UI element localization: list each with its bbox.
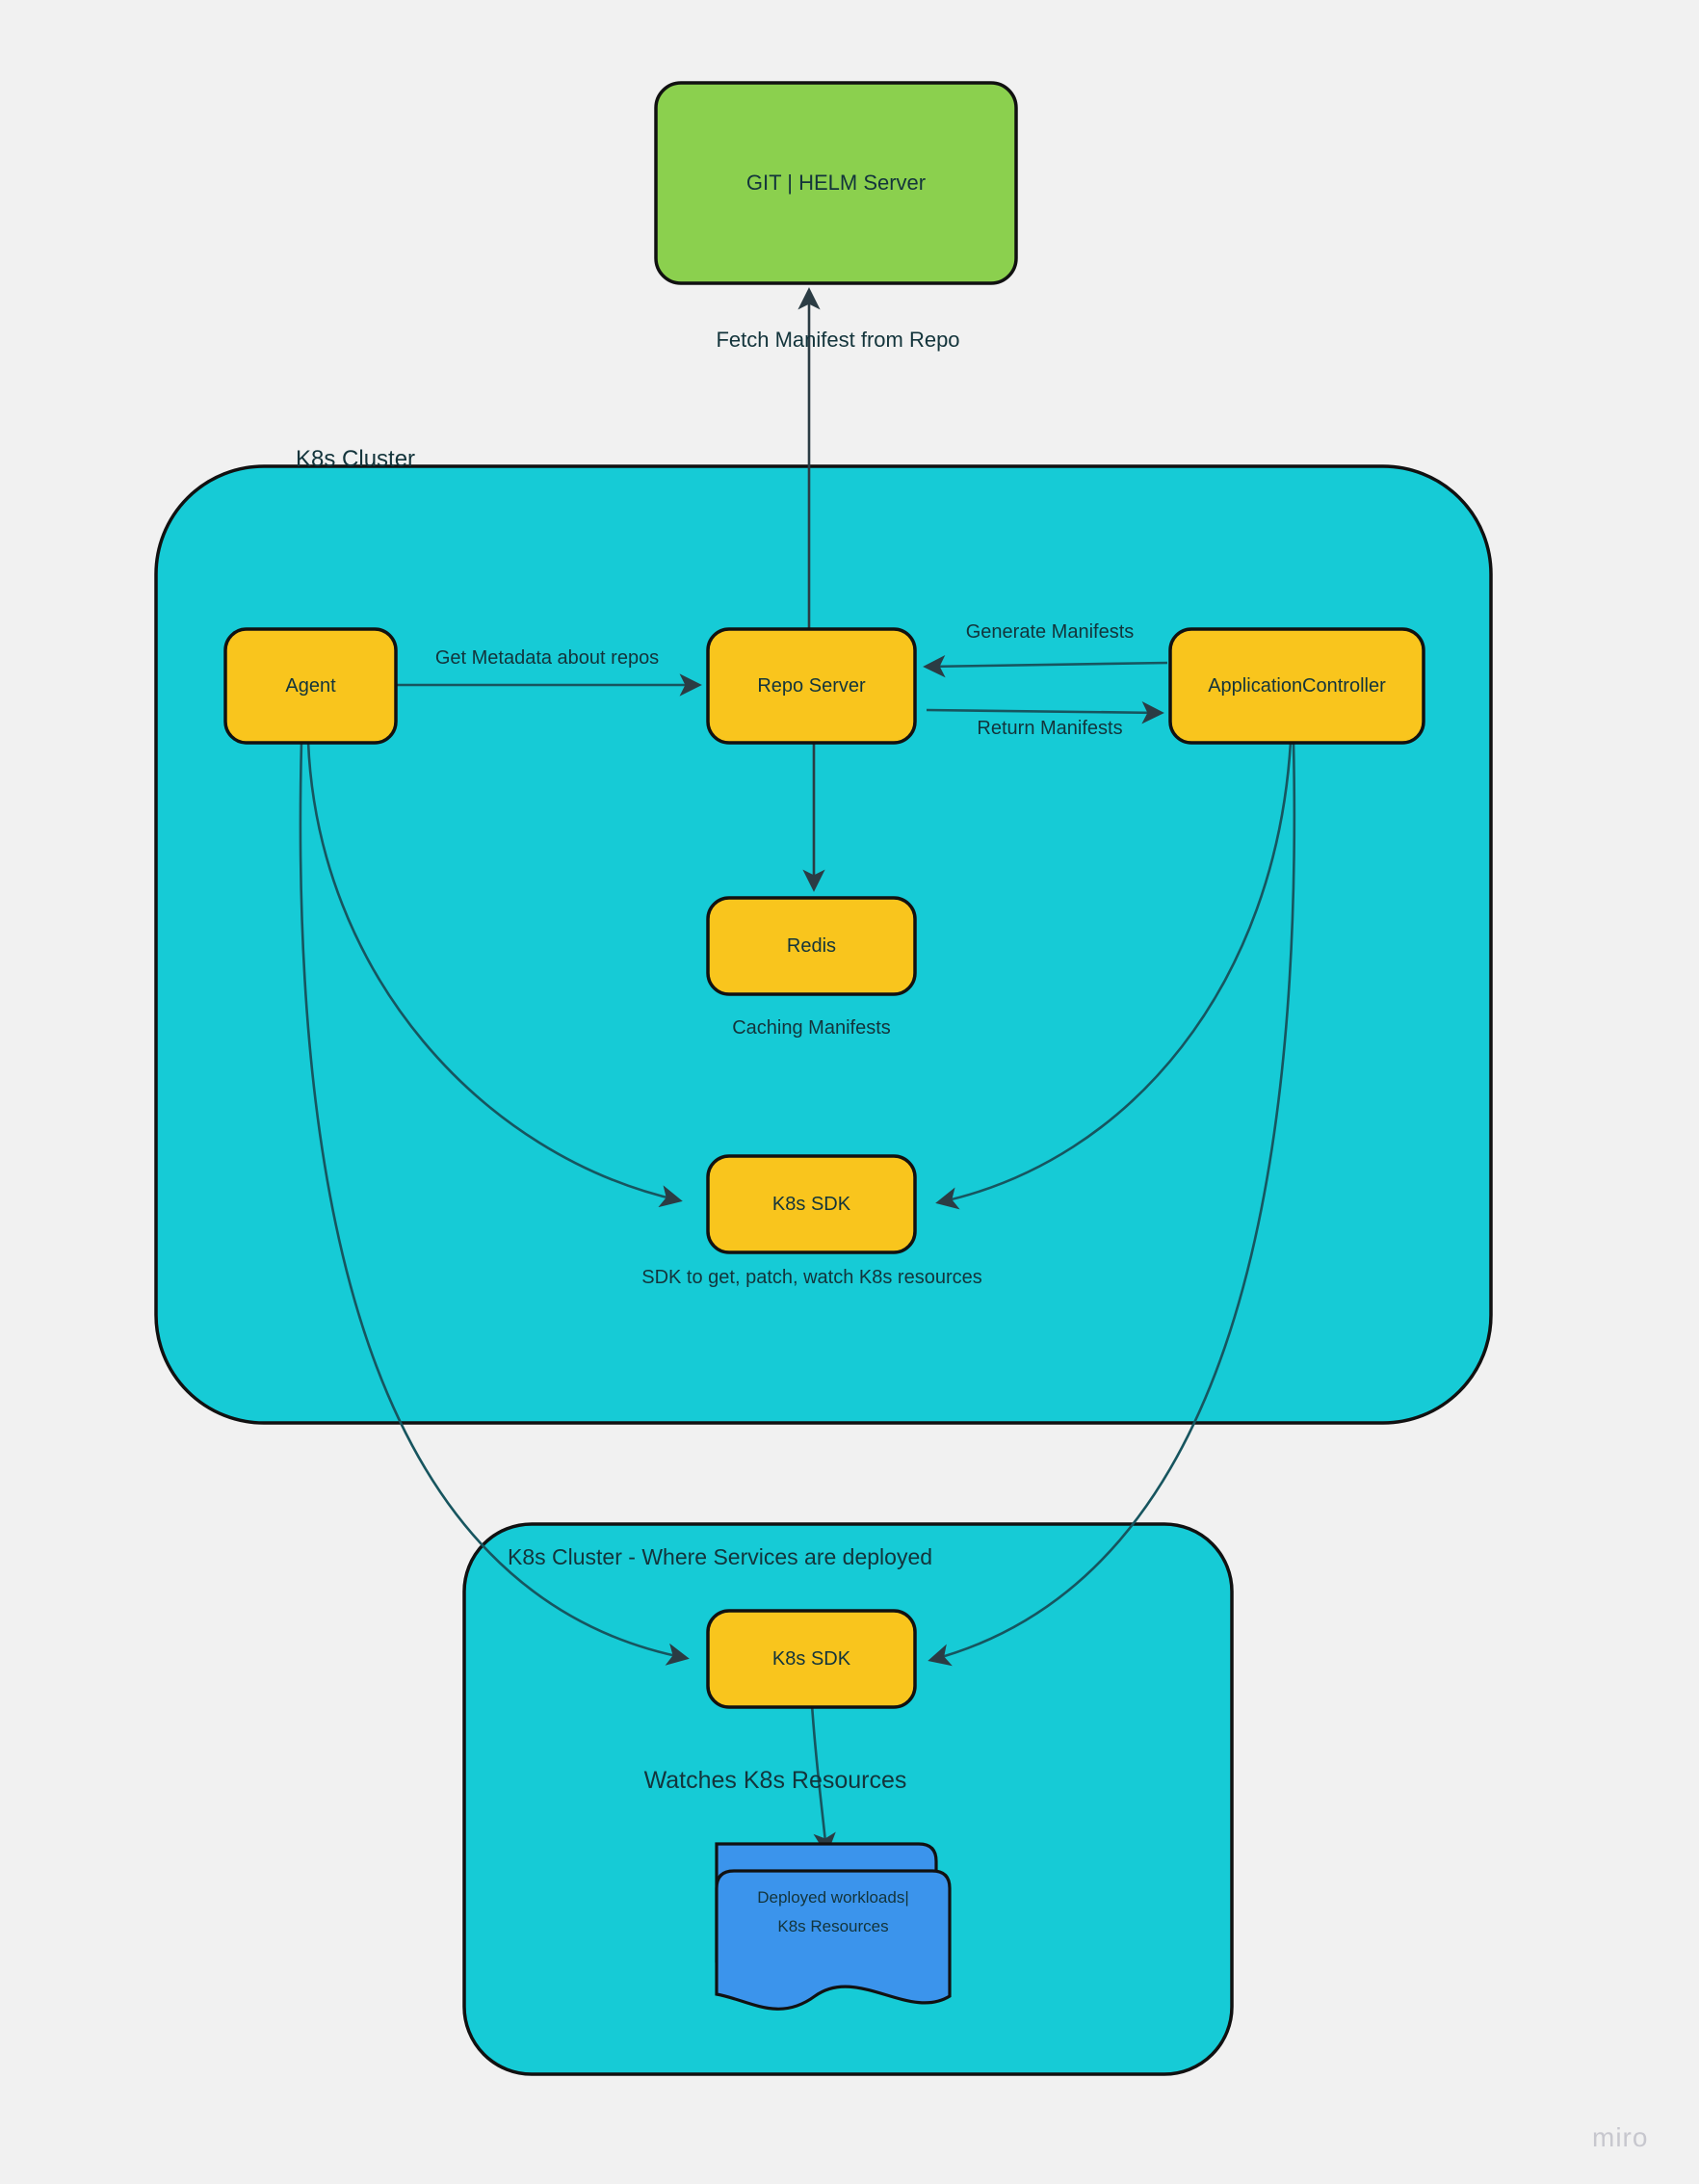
redis-caption: Caching Manifests xyxy=(732,1017,891,1039)
cluster-services-label: K8s Cluster - Where Services are deploye… xyxy=(508,1544,933,1569)
edge-watches-k8s-resources xyxy=(810,1703,836,1855)
edge-label-return-manifests: Return Manifests xyxy=(977,718,1123,739)
cluster-services-box[interactable] xyxy=(462,1522,1234,2076)
edge-agent-to-sdk-services xyxy=(299,741,690,1666)
edge-agent-to-sdk-main xyxy=(306,741,683,1208)
git-helm-server-box[interactable] xyxy=(654,81,1018,285)
edge-controller-to-sdk-services xyxy=(928,741,1296,1667)
edge-label-get-metadata: Get Metadata about repos xyxy=(434,647,660,669)
edge-label-generate-manifests: Generate Manifests xyxy=(965,621,1135,643)
repo-server-box[interactable] xyxy=(706,627,917,745)
redis-box[interactable] xyxy=(706,896,917,996)
deployed-workloads-box[interactable] xyxy=(715,1869,952,2011)
edge-label-watches-k8s-resources: Watches K8s Resources xyxy=(643,1767,907,1794)
k8s-sdk-caption: SDK to get, patch, watch K8s resources xyxy=(641,1267,982,1288)
agent-box[interactable] xyxy=(223,627,398,745)
edge-controller-to-sdk-main xyxy=(935,741,1293,1210)
edge-return-manifests xyxy=(926,701,1164,724)
k8s-sdk-services-box[interactable] xyxy=(706,1609,917,1709)
miro-watermark: miro xyxy=(1592,2122,1649,2152)
k8s-sdk-main-box[interactable] xyxy=(706,1154,917,1254)
edge-generate-manifests xyxy=(923,654,1168,678)
edge-label-fetch-manifest: Fetch Manifest from Repo xyxy=(716,328,960,352)
application-controller-box[interactable] xyxy=(1168,627,1425,745)
cluster-main-label: K8s Cluster xyxy=(296,446,416,472)
